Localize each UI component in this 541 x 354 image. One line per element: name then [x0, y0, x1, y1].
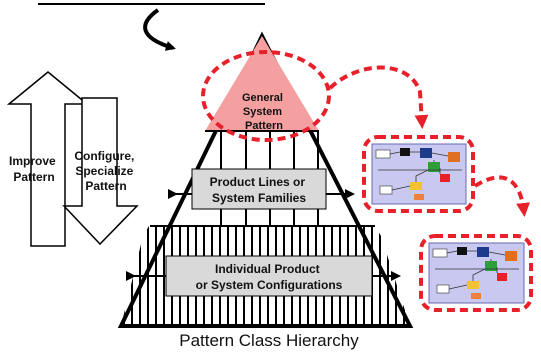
apex-dashed-highlight	[201, 50, 331, 142]
apex-region	[205, 36, 319, 131]
curved-pointer-arrow	[143, 8, 176, 51]
configure-label-line-2: Specialize	[75, 164, 133, 178]
svg-text:Improve Pattern: Improve Pattern	[9, 154, 59, 184]
configure-label-line-3: Pattern	[85, 179, 126, 193]
bottom-label-box	[165, 255, 373, 297]
diagram-caption: Pattern Class Hierarchy	[179, 331, 359, 350]
middle-label-box	[191, 168, 327, 210]
apex-label-line-1: General	[242, 92, 283, 104]
pattern-thumbnail-1	[362, 135, 475, 213]
thumb1-to-thumb2-arrow	[473, 175, 530, 217]
bottom-label-line-1: Individual Product	[215, 262, 320, 276]
improve-label-line-1: Improve	[9, 154, 56, 168]
improve-up-arrow	[6, 71, 90, 247]
apex-to-thumb1-arrow	[328, 65, 429, 129]
pattern-thumbnail-2	[419, 234, 533, 312]
bottom-label-line-2: or System Configurations	[196, 278, 343, 292]
svg-text:Product Lines or System Fa: Product Lines or System Families	[210, 175, 309, 205]
svg-text:Individual Product or Syst: Individual Product or System Configurati…	[196, 262, 343, 292]
middle-label-line-1: Product Lines or	[210, 175, 306, 189]
configure-label-line-1: Configure,	[74, 149, 134, 163]
apex-label-line-2: System	[243, 106, 282, 118]
middle-label-line-2: System Families	[212, 191, 306, 205]
svg-text:Configure, Specialize: Configure, Specialize Pattern	[74, 149, 137, 193]
configure-down-arrow	[62, 97, 139, 246]
apex-label-line-3: Pattern	[245, 120, 283, 132]
improve-label-line-2: Pattern	[13, 170, 54, 184]
svg-text:General System Pattern: General System Pattern	[242, 92, 286, 132]
